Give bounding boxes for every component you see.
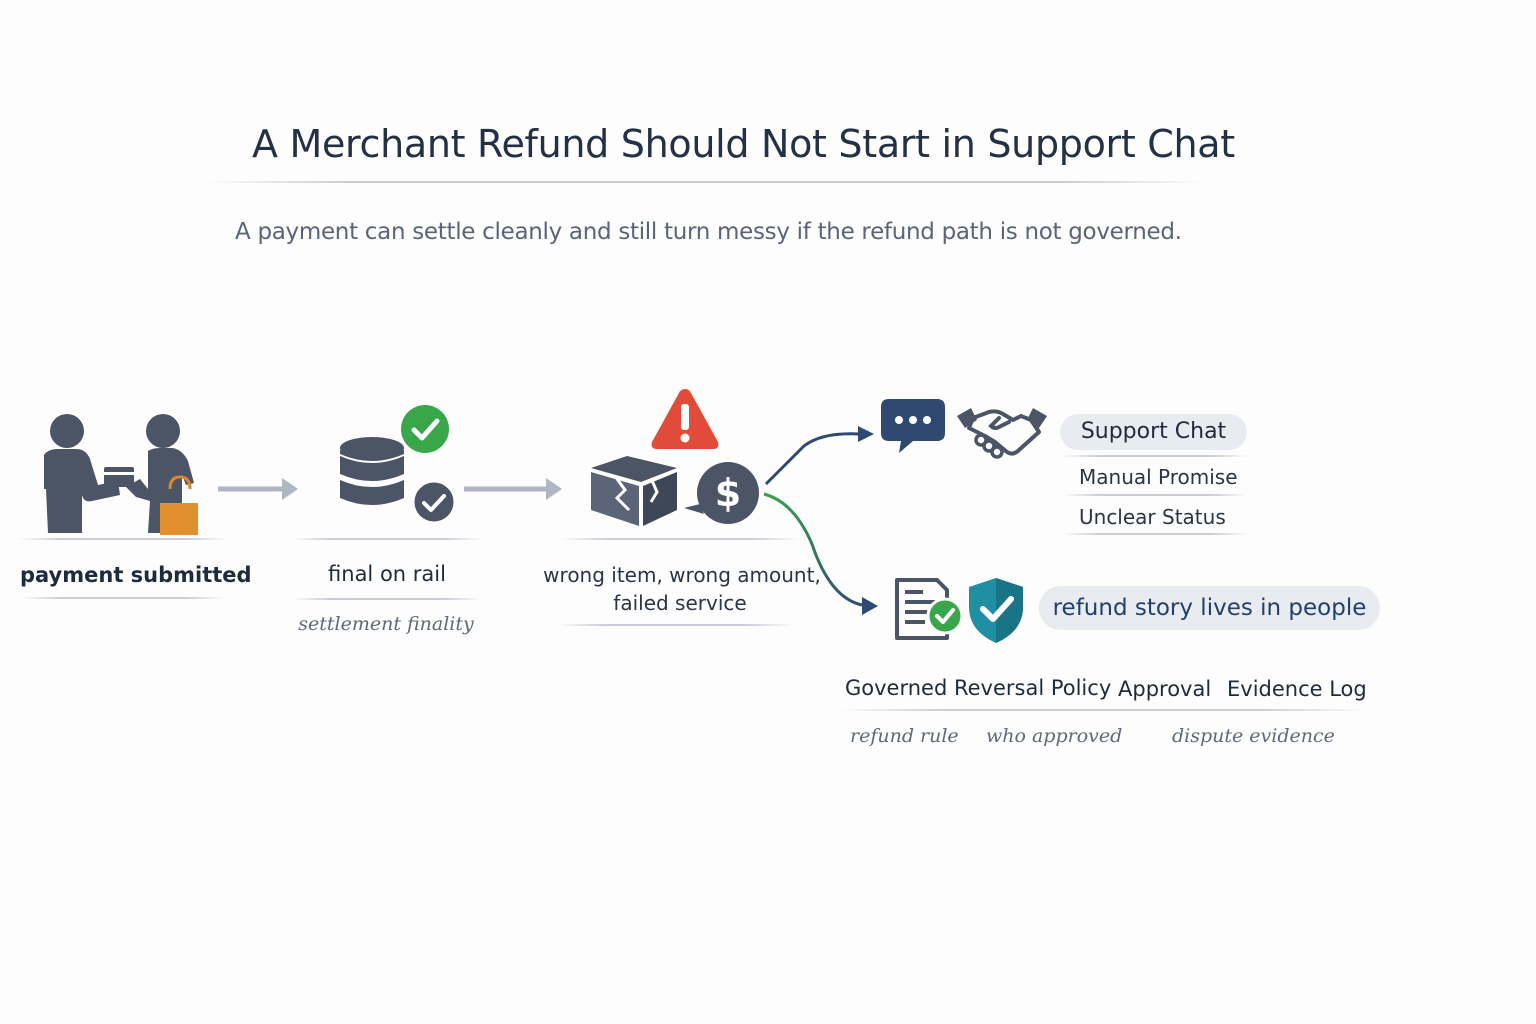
step-final-rule-top	[292, 538, 482, 540]
manual-promise-rule	[1062, 494, 1248, 496]
step-final-sublabel: settlement finality	[298, 613, 474, 635]
support-chat-pill: Support Chat	[1060, 414, 1247, 450]
title-divider	[205, 181, 1205, 183]
people-exchange-icon	[44, 414, 198, 535]
step-payment-label: payment submitted	[20, 563, 252, 587]
step-issue-rule-top	[560, 538, 800, 540]
lower-columns-rule	[838, 709, 1368, 711]
who-approved-note: who approved	[986, 725, 1123, 747]
branch-arrow-lower	[763, 492, 878, 615]
step-issue-label-line1: wrong item, wrong amount,	[543, 563, 821, 587]
governed-policy-label: Governed Reversal Policy	[845, 676, 1112, 700]
small-check-badge-icon	[411, 479, 457, 525]
step-final-rule-mid	[292, 598, 482, 600]
dispute-evidence-note: dispute evidence	[1172, 725, 1335, 747]
unclear-status-rule	[1062, 533, 1248, 535]
warning-icon	[651, 389, 719, 449]
check-badge-icon	[401, 405, 449, 453]
unclear-status-label: Unclear Status	[1079, 505, 1226, 529]
database-icon	[340, 437, 404, 505]
step-issue-label-line2: failed service	[613, 591, 747, 615]
refund-story-label: refund story lives in people	[1052, 595, 1367, 621]
broken-box-icon	[591, 456, 677, 526]
refund-rule-note: refund rule	[850, 725, 959, 747]
chat-bubble-icon	[881, 399, 945, 453]
step-final-label: final on rail	[328, 562, 446, 586]
branch-arrow-upper	[764, 426, 874, 486]
step-payment-rule-bottom	[20, 597, 226, 599]
dollar-icon: $	[684, 462, 759, 524]
manual-promise-label: Manual Promise	[1079, 465, 1238, 489]
flow-arrow-2	[464, 478, 562, 500]
flow-arrow-1	[218, 478, 298, 500]
page-subtitle: A payment can settle cleanly and still t…	[235, 219, 1182, 245]
shield-check-icon	[969, 578, 1023, 643]
support-chat-label: Support Chat	[1080, 419, 1227, 444]
document-check-icon	[895, 578, 964, 640]
step-issue-rule-bottom	[556, 624, 794, 626]
handshake-icon	[957, 408, 1047, 459]
support-chat-rule	[1062, 455, 1248, 457]
svg-text:$: $	[715, 471, 741, 515]
refund-story-pill: refund story lives in people	[1039, 586, 1380, 630]
evidence-log-label: Evidence Log	[1227, 677, 1367, 701]
page-title: A Merchant Refund Should Not Start in Su…	[252, 122, 1235, 166]
step-payment-rule-top	[18, 538, 228, 540]
approval-label: Approval	[1118, 677, 1212, 701]
